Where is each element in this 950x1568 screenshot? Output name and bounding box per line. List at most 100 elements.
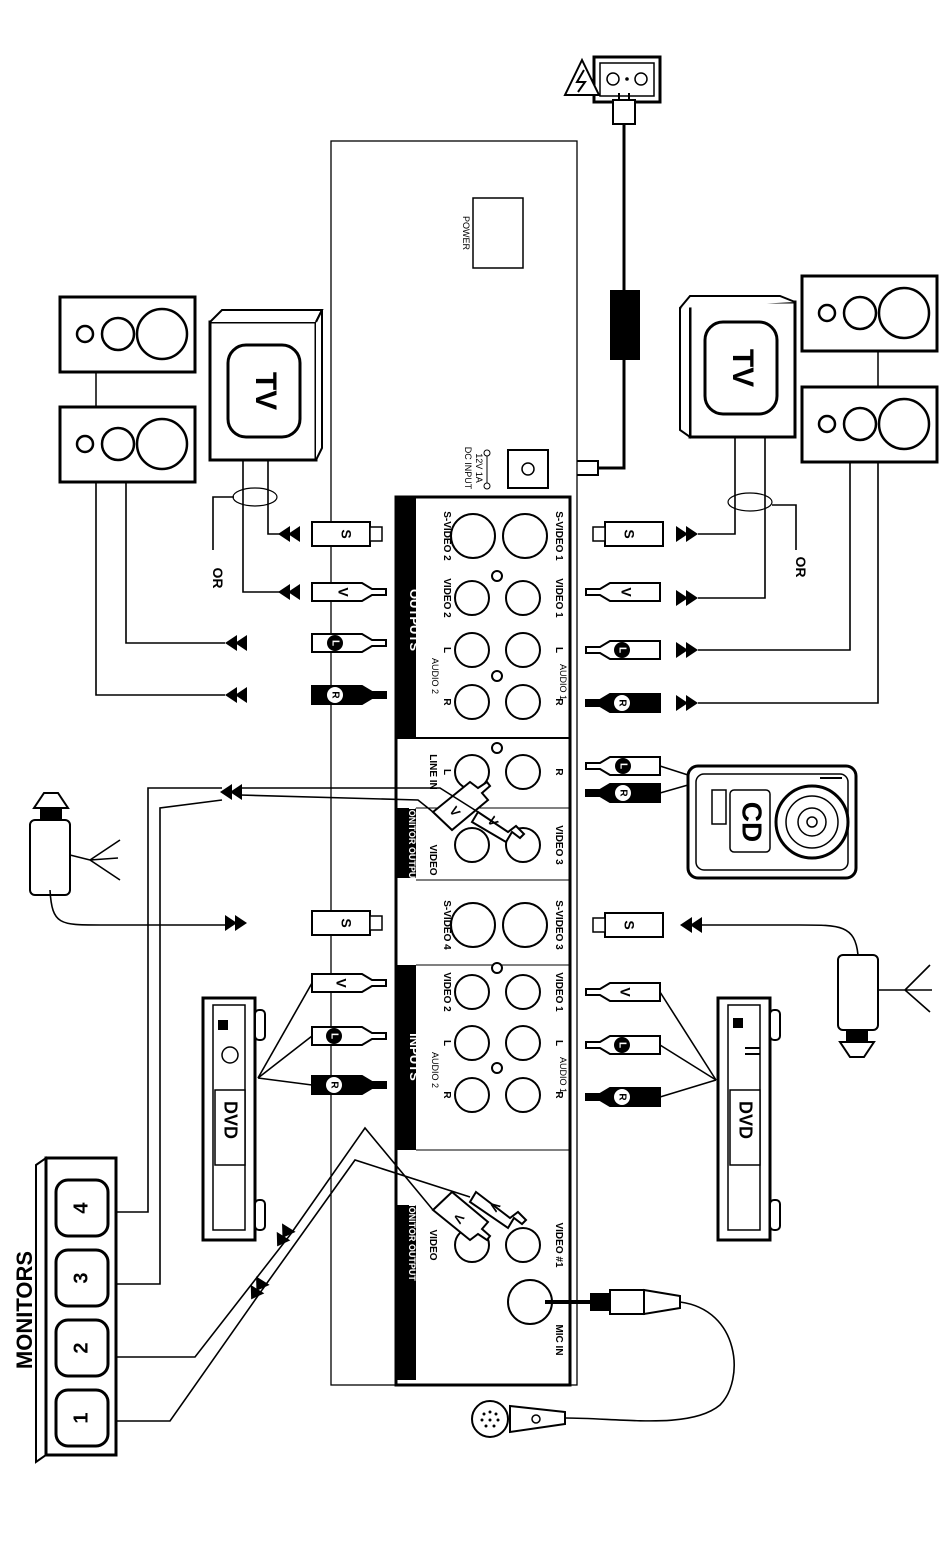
in-line-in-label: LINE IN <box>427 754 438 790</box>
dvd-right-label: DVD <box>735 1101 755 1139</box>
monitor-1-button[interactable] <box>54 1388 110 1448</box>
svg-text:V: V <box>333 978 349 988</box>
plug-out2-svideo: S <box>278 521 383 547</box>
out-right-label-a: R <box>441 698 452 706</box>
plug-in-svideo-right: S <box>592 912 702 938</box>
monitor-2-label: 2 <box>70 1342 92 1353</box>
dvd-player-left: DVD <box>201 996 266 1242</box>
in-line-right-label: R <box>553 768 564 776</box>
plug-out1-video: V <box>585 582 698 606</box>
inputs-header: INPUTS <box>407 1033 422 1081</box>
in-video-2-label: VIDEO 2 <box>441 972 452 1012</box>
plug-in-right-left: R <box>311 1075 387 1095</box>
in-svideo-4-label: S-VIDEO 4 <box>441 900 452 950</box>
svg-text:V: V <box>617 987 633 997</box>
svg-text:L: L <box>616 1042 627 1048</box>
tv-left: TV <box>208 309 324 462</box>
plug-linein-right: R <box>585 783 661 803</box>
warning-lightning-icon <box>563 57 601 96</box>
dvd-player-right: DVD <box>716 996 781 1242</box>
out-svideo-2-label: S-VIDEO 2 <box>441 511 452 561</box>
in-video-3-label: VIDEO 3 <box>553 825 564 865</box>
plug-out2-video: V <box>278 582 387 602</box>
io-panel <box>394 495 572 1387</box>
in-audio-2-label: AUDIO 2 <box>430 1052 440 1088</box>
plug-out1-right: R <box>585 693 698 713</box>
svg-text:L: L <box>328 1033 339 1039</box>
speaker-right-bottom <box>800 385 939 464</box>
microphone <box>471 1400 566 1438</box>
plug-out1-left: L <box>585 640 698 660</box>
svg-text:R: R <box>329 691 340 699</box>
tv-left-label: TV <box>249 372 282 410</box>
or-label-left: OR <box>210 568 226 589</box>
camcorder-left <box>29 792 71 896</box>
cd-label: CD <box>737 802 768 842</box>
out-svideo-1-label: S-VIDEO 1 <box>553 511 564 561</box>
or-label-right: OR <box>793 557 809 578</box>
dvd-left-label: DVD <box>220 1101 240 1139</box>
monitor-output-header-bottom: MONITOR OUTPUT <box>407 1199 417 1281</box>
out-right-label-b: R <box>553 698 564 706</box>
camcorder-right <box>837 954 879 1058</box>
plug-monitor-out-top-a: V <box>431 780 492 832</box>
svg-text:S: S <box>621 529 637 538</box>
speaker-left-bottom <box>58 405 197 484</box>
in-left-label-a: L <box>441 1040 452 1046</box>
svg-text:S: S <box>621 920 637 929</box>
svg-text:L: L <box>617 763 628 769</box>
input-jacks[interactable] <box>450 742 548 1263</box>
dc-input-jack[interactable] <box>507 449 549 489</box>
speaker-left-top <box>58 295 197 374</box>
power-label: POWER <box>461 216 471 251</box>
svg-text:V: V <box>335 587 351 597</box>
svg-text:R: R <box>617 789 628 797</box>
plug-in-video-left: V <box>311 973 387 993</box>
output-jacks[interactable] <box>450 513 548 720</box>
svg-text:S: S <box>338 529 354 538</box>
svg-text:R: R <box>616 1093 627 1101</box>
wall-outlet <box>592 55 662 104</box>
monitors-bank: 4 3 2 1 <box>35 1156 118 1464</box>
in-video-hash-1-label: VIDEO #1 <box>553 1222 564 1267</box>
plug-in-video-right: V <box>585 982 661 1002</box>
out-left-label-b: L <box>553 647 564 653</box>
monitor-3-label: 3 <box>70 1272 92 1283</box>
svg-text:V: V <box>618 587 634 597</box>
monitor-1-label: 1 <box>70 1412 92 1423</box>
out-left-label-a: L <box>441 647 452 653</box>
svg-text:L: L <box>329 640 340 646</box>
power-switch[interactable] <box>472 197 524 269</box>
monitor-4-label: 4 <box>70 1202 92 1214</box>
out-video-2-label: VIDEO 2 <box>441 578 452 618</box>
dc-input-label: DC INPUT <box>463 447 473 490</box>
microphone-plug <box>545 1288 681 1316</box>
plug-monitor-out-bottom-a: V <box>431 1190 492 1242</box>
outputs-header: OUTPUTS <box>407 589 422 651</box>
cd-player: CD <box>686 764 858 880</box>
plug-in-svideo-left: S <box>225 910 383 936</box>
in-video-1-label: VIDEO 1 <box>553 972 564 1012</box>
dc-rating-label: 12V 1A <box>474 453 484 483</box>
monitor-2-button[interactable] <box>54 1318 110 1378</box>
svg-text:S: S <box>338 918 354 927</box>
tv-right-label: TV <box>726 349 759 387</box>
in-right-label-a: R <box>441 1091 452 1099</box>
in-left-label-b: L <box>553 1040 564 1046</box>
plug-out2-left: L <box>225 633 387 653</box>
svg-text:R: R <box>616 699 627 707</box>
in-line-left-label: L <box>441 769 452 775</box>
speaker-right-top <box>800 274 939 353</box>
out-audio-1-label: AUDIO 1 <box>558 664 568 700</box>
tv-right: TV <box>679 295 797 439</box>
svg-text:L: L <box>616 647 627 653</box>
in-svideo-3-label: S-VIDEO 3 <box>553 900 564 950</box>
monitor-4-button[interactable] <box>54 1178 110 1238</box>
plug-linein-left: L <box>585 756 661 776</box>
out-audio-2-label: AUDIO 2 <box>430 658 440 694</box>
out-video-1-label: VIDEO 1 <box>553 578 564 618</box>
plug-in-left-left: L <box>311 1026 387 1046</box>
plug-out2-right: R <box>225 685 387 705</box>
monitor-3-button[interactable] <box>54 1248 110 1308</box>
